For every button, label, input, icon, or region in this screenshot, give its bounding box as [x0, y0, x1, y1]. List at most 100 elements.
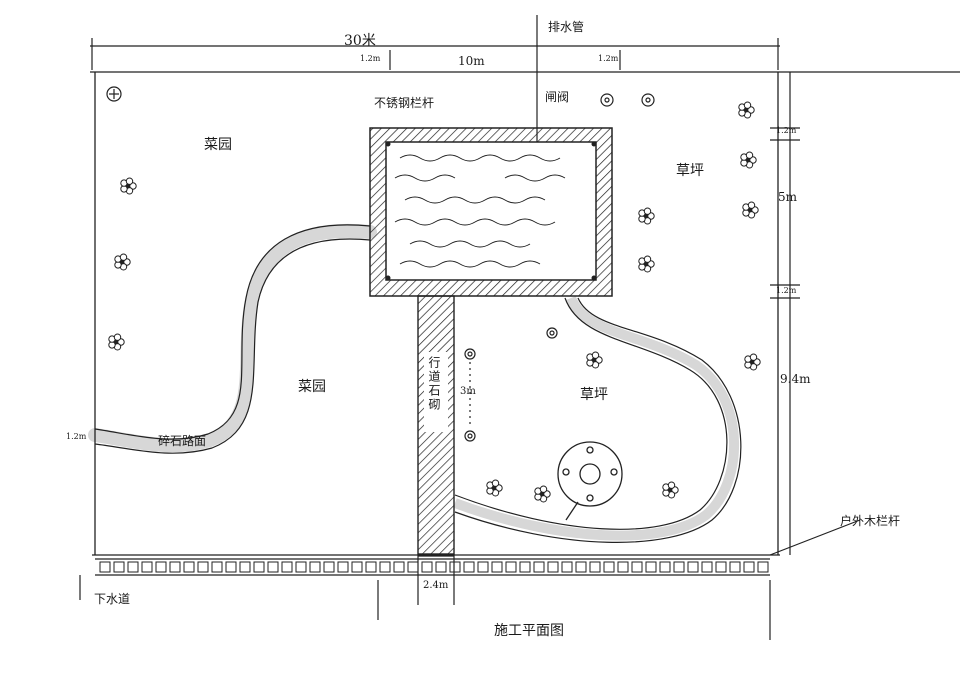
flower-symbol [486, 479, 503, 497]
drain-grate-cell [561, 561, 573, 573]
drain-ditch [95, 558, 770, 576]
drain-grate-cell [407, 561, 419, 573]
drain-grate-cell [127, 561, 139, 573]
drain-grate-cell [295, 561, 307, 573]
flower-symbol [742, 201, 759, 219]
drain-grate-cell [113, 561, 125, 573]
drain-grate-cell [701, 561, 713, 573]
drain-grate-cell [757, 561, 769, 573]
drain-grate-cell [267, 561, 279, 573]
drain-grate-cell [505, 561, 517, 573]
garden-lamps [464, 93, 655, 442]
pool-water [394, 154, 566, 268]
drain-grate-cell [239, 561, 251, 573]
flower-symbol [586, 351, 603, 369]
top-right-dim-label: 1.2m [598, 54, 619, 63]
flower-symbol [744, 353, 761, 371]
drain-grate-cell [673, 561, 685, 573]
drain-grate-cell [547, 561, 559, 573]
drain-pipe-label: 排水管 [548, 20, 585, 34]
top-left-dim-label: 1.2m [360, 54, 381, 63]
drain-grate-cell [715, 561, 727, 573]
flower-symbol [534, 485, 551, 503]
drain-grate-cell [631, 561, 643, 573]
walkway-label: 行道石砌 [427, 356, 441, 412]
north-symbol-icon [106, 86, 122, 102]
drain-grate-cell [183, 561, 195, 573]
drain-grate-cell [197, 561, 209, 573]
drain-grate-cell [421, 561, 433, 573]
walkway-dim-label: 3m [460, 386, 476, 397]
flower-symbol [662, 481, 679, 499]
flower-symbol [740, 151, 757, 169]
right-dimension [770, 72, 800, 555]
top-dimension-line [90, 38, 780, 70]
flower-symbol [114, 253, 131, 271]
drain-grate-cell [225, 561, 237, 573]
drain-grate-cell [729, 561, 741, 573]
flower-symbol [738, 101, 755, 119]
drain-grate-cell [491, 561, 503, 573]
drain-grate-cell [519, 561, 531, 573]
pool-corner-post [591, 141, 597, 147]
lawn-top-label: 草坪 [676, 163, 704, 179]
drain-grate-cell [645, 561, 657, 573]
drain-grate-cell [141, 561, 153, 573]
bottom-dim-label: 2.4m [423, 580, 449, 591]
drain-grate-cell [687, 561, 699, 573]
wood-rail-leader [769, 519, 861, 556]
drain-grate-cell [351, 561, 363, 573]
right-dim-2-label: 5m [778, 190, 798, 204]
pool [369, 127, 613, 297]
drain-grate-cell [393, 561, 405, 573]
right-dim-4-label: 9.4m [780, 372, 811, 386]
right-dim-1-label: 1.2m [776, 126, 797, 135]
drain-grate-cell [575, 561, 587, 573]
drain-grate-cell [533, 561, 545, 573]
right-dim-3-label: 1.2m [776, 286, 797, 295]
bottom-dimension [79, 555, 771, 640]
wood-rail-label: 户外木栏杆 [840, 514, 901, 528]
drain-grate-cell [463, 561, 475, 573]
left-dim-label: 1.2m [66, 432, 87, 441]
vegetable-garden-mid-label: 菜园 [298, 379, 326, 395]
gravel-path-label: 碎石路面 [158, 434, 207, 448]
flower-symbol [638, 255, 655, 273]
flower-symbol [638, 207, 655, 225]
drain-grate-cell [169, 561, 181, 573]
drain-grate-cell [337, 561, 349, 573]
drain-grate-cell [589, 561, 601, 573]
drain-grate-cell [659, 561, 671, 573]
drain-grate-cell [365, 561, 377, 573]
drain-grate-cell [435, 561, 447, 573]
gravel-path-left [88, 223, 377, 453]
drain-grate-cell [281, 561, 293, 573]
drain-grate-cell [99, 561, 111, 573]
drain-grate-cell [323, 561, 335, 573]
drain-grate-cell [253, 561, 265, 573]
drain-grate-cell [155, 561, 167, 573]
vegetable-garden-top-label: 菜园 [204, 137, 232, 153]
round-feature [557, 441, 623, 521]
pool-corner-post [385, 141, 391, 147]
walkway-label-bg [424, 352, 448, 432]
drain-grate-cell [379, 561, 391, 573]
flower-symbols [108, 101, 761, 503]
drain-grate-cell [603, 561, 615, 573]
drain-grate-cell [449, 561, 461, 573]
drain-grate-cell [617, 561, 629, 573]
drain-grate-cell [211, 561, 223, 573]
drain-grates [99, 561, 769, 573]
pool-corner-post [385, 275, 391, 281]
pool-corner-post [591, 275, 597, 281]
drain-ditch-label: 下水道 [94, 592, 131, 606]
overall-width-label: 30米 [344, 33, 376, 49]
pool-railing-label: 不锈钢栏杆 [374, 96, 435, 110]
drain-grate-cell [309, 561, 321, 573]
drain-grate-cell [743, 561, 755, 573]
site-boundary [90, 71, 960, 556]
top-mid-dim-label: 10m [458, 54, 485, 68]
gate-valve-label: 闸阀 [545, 90, 570, 104]
plan-title: 施工平面图 [494, 623, 564, 639]
